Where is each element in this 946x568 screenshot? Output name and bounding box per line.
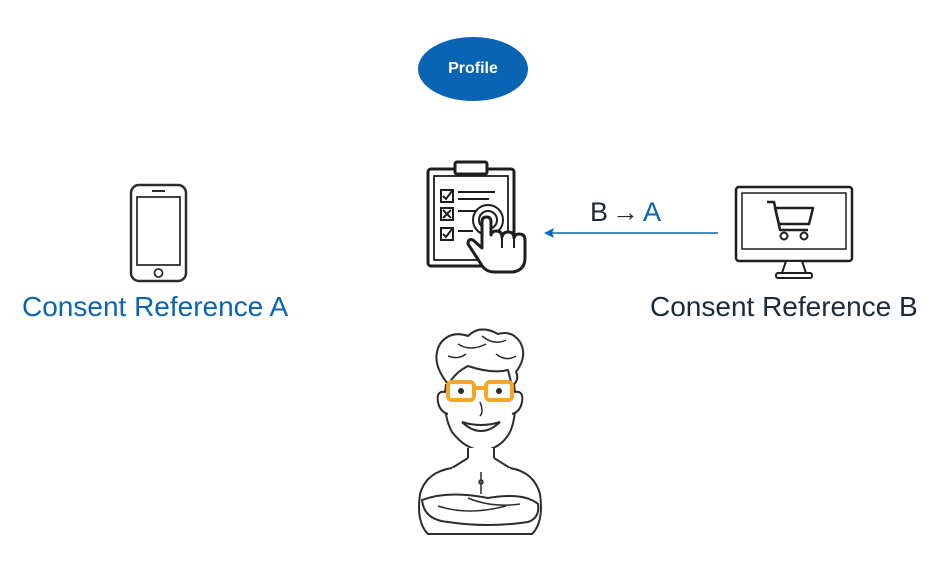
phone-icon (129, 183, 188, 283)
transfer-to: A (643, 197, 662, 227)
consent-reference-a-label: Consent Reference A (22, 291, 289, 322)
transfer-label: B→A (590, 197, 661, 228)
person-illustration (418, 328, 542, 535)
consent-reference-b-label: Consent Reference B (650, 291, 918, 322)
profile-node: Profile (418, 37, 528, 101)
checklist-clipboard-icon (426, 160, 527, 274)
transfer-from: B (590, 197, 609, 227)
profile-label: Profile (448, 60, 498, 77)
transfer-arrow: → (612, 197, 640, 227)
desktop-cart-icon (734, 185, 854, 279)
transfer-arrow-line (544, 228, 718, 238)
